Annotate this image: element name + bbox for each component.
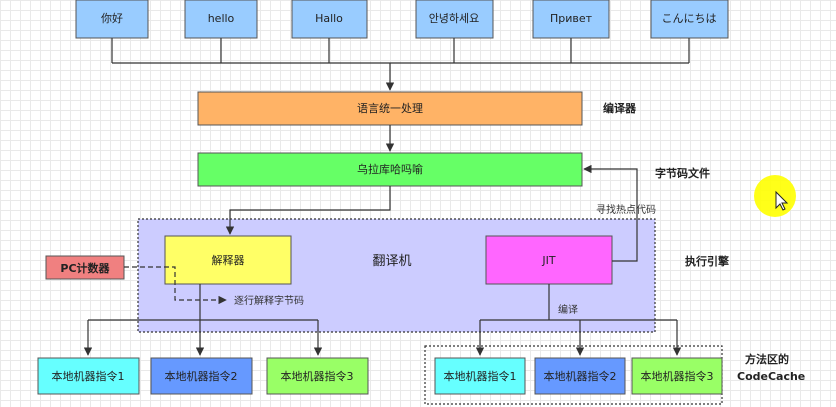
- language-label: Hallo: [315, 12, 343, 25]
- pc-counter-box: PC计数器: [45, 255, 125, 280]
- language-box-1: 你好: [75, 0, 149, 39]
- native-left-1: 本地机器指令1: [37, 357, 140, 395]
- language-box-5: Привет: [532, 0, 610, 39]
- line-by-line-label: 逐行解释字节码: [234, 294, 304, 307]
- native-left-2: 本地机器指令2: [150, 357, 253, 395]
- language-box-2: hello: [184, 0, 258, 39]
- native-instruction-label: 本地机器指令1: [444, 369, 517, 383]
- hotspot-label: 寻找热点代码: [596, 203, 656, 216]
- compile-label-small: 编译: [558, 303, 578, 316]
- language-box-4: 안녕하세요: [415, 0, 494, 39]
- mouse-pointer-icon: [775, 190, 789, 211]
- interpreter-box: 解释器: [164, 235, 292, 285]
- code-cache-label-line1: 方法区的: [745, 352, 789, 366]
- execution-engine-side-label: 执行引擎: [685, 254, 729, 268]
- native-left-3: 本地机器指令3: [266, 357, 369, 395]
- language-label: 안녕하세요: [429, 11, 480, 25]
- language-connectors: [111, 38, 690, 91]
- native-instruction-label: 本地机器指令2: [165, 369, 238, 383]
- jit-label: JIT: [541, 254, 555, 267]
- interpreter-label: 解释器: [212, 253, 245, 267]
- native-instruction-label: 本地机器指令1: [52, 369, 125, 383]
- language-label: 你好: [101, 11, 123, 25]
- compile-label: 语言统一处理: [357, 102, 423, 115]
- interpreter-fanout: [83, 284, 323, 356]
- language-label: hello: [208, 12, 235, 25]
- pc-counter-label: PC计数器: [60, 261, 110, 275]
- bytecode-label: 乌拉库哈吗喻: [357, 162, 423, 176]
- compile-box: 语言统一处理: [197, 91, 583, 126]
- language-box-3: Hallo: [291, 0, 368, 39]
- native-instruction-label: 本地机器指令3: [281, 369, 354, 383]
- bytecode-box: 乌拉库哈吗喻: [197, 152, 583, 187]
- native-right-3: 本地机器指令3: [631, 357, 723, 395]
- native-instruction-label: 本地机器指令3: [641, 369, 714, 383]
- native-right-2: 本地机器指令2: [534, 357, 626, 395]
- native-instruction-label: 本地机器指令2: [544, 369, 617, 383]
- native-right-1: 本地机器指令1: [434, 357, 526, 395]
- translator-label: 翻译机: [372, 254, 411, 269]
- cursor-highlight: [754, 175, 796, 217]
- language-box-6: こんにちは: [650, 0, 729, 39]
- hotspot-feedback-arrow: [583, 164, 638, 262]
- code-cache-label-line2: CodeCache: [737, 370, 805, 383]
- language-label: Привет: [550, 12, 593, 25]
- bytecode-side-label: 字节码文件: [655, 166, 710, 180]
- bytecode-to-interpreter-arrow: [225, 186, 391, 235]
- jit-fanout: [475, 284, 682, 356]
- language-label: こんにちは: [662, 12, 717, 25]
- jit-box: JIT: [485, 235, 613, 285]
- compiler-side-label: 编译器: [603, 101, 637, 115]
- pc-counter-dashed-arrow: [124, 266, 227, 305]
